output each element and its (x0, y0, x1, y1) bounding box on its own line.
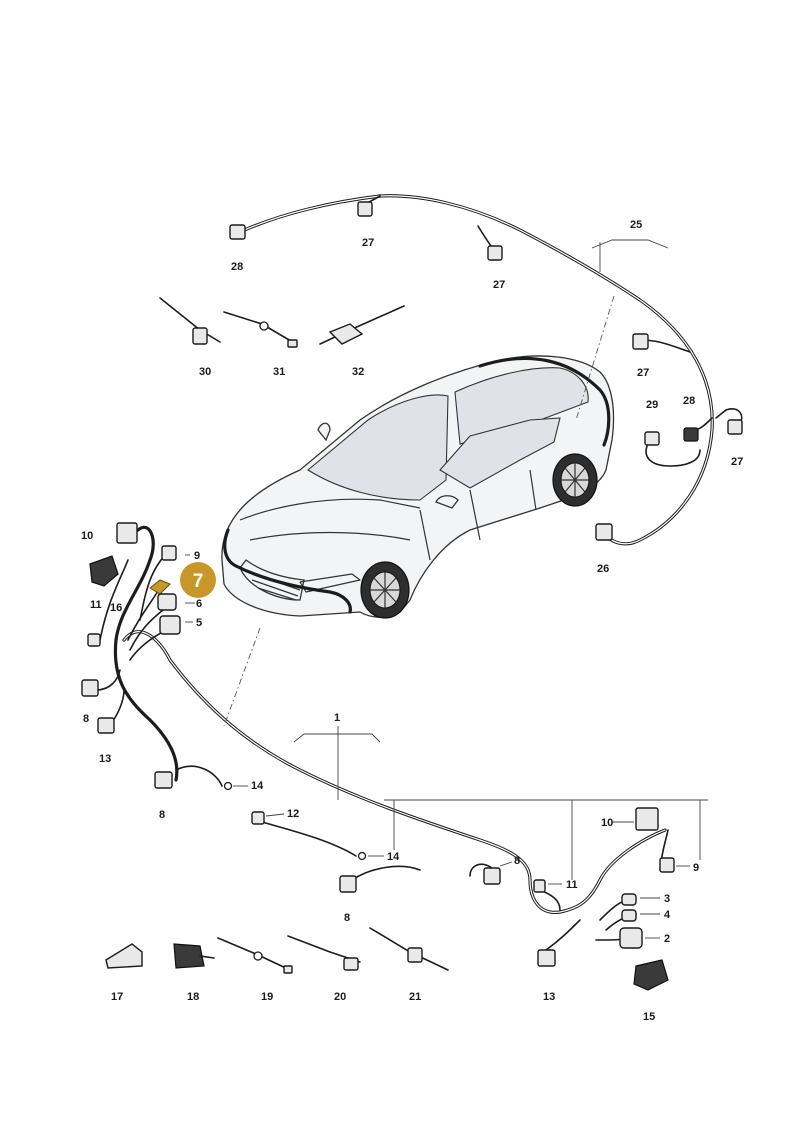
car-illustration (221, 355, 615, 619)
label-9a: 9 (194, 550, 200, 562)
front-harness-1 (81, 522, 708, 991)
connector-26 (595, 523, 613, 541)
label-1: 1 (334, 712, 340, 724)
connector-8-low (154, 771, 173, 789)
label-31: 31 (273, 366, 285, 378)
label-28b: 28 (683, 395, 695, 407)
label-13b: 13 (543, 991, 555, 1003)
connector-4 (621, 909, 637, 922)
label-28a: 28 (231, 261, 243, 273)
label-3: 3 (664, 893, 670, 905)
connector-28-right (683, 427, 699, 442)
connector-9-right (659, 857, 675, 873)
label-30: 30 (199, 366, 211, 378)
label-32: 32 (352, 366, 364, 378)
label-10b: 10 (601, 817, 613, 829)
leader-lines (185, 554, 690, 939)
connector-28-top (229, 224, 246, 240)
label-16: 16 (110, 602, 122, 614)
label-29: 29 (646, 399, 658, 411)
highlight-badge[interactable]: 7 (180, 562, 216, 598)
connector-5 (159, 615, 181, 635)
label-14a: 14 (251, 780, 264, 792)
label-25: 25 (630, 219, 642, 231)
label-18: 18 (187, 991, 199, 1003)
label-9b: 9 (693, 862, 699, 874)
connector-13-right (537, 949, 556, 967)
connector-11-right (533, 879, 546, 893)
label-6: 6 (196, 598, 202, 610)
rear-wheel (552, 453, 598, 507)
label-20: 20 (334, 991, 346, 1003)
connector-27-right (632, 333, 649, 350)
label-17: 17 (111, 991, 123, 1003)
clips-17-21 (105, 927, 449, 974)
label-8a: 8 (83, 713, 89, 725)
label-11b: 11 (566, 879, 578, 891)
connector-27-far (727, 419, 743, 435)
label-4: 4 (664, 909, 671, 921)
connector-8-mid (339, 875, 357, 893)
connector-15 (633, 959, 669, 991)
label-8b: 8 (159, 809, 165, 821)
badge-circle (180, 562, 216, 598)
label-19: 19 (261, 991, 273, 1003)
connector-12 (251, 811, 265, 825)
connector-27-mid (487, 245, 503, 261)
connector-10-right (635, 807, 659, 831)
connector-13-left (97, 717, 115, 734)
label-8c: 8 (344, 912, 350, 924)
label-5: 5 (196, 617, 202, 629)
label-27c: 27 (637, 367, 649, 379)
label-26: 26 (597, 563, 609, 575)
connector-27-top (357, 201, 373, 217)
label-27d: 27 (731, 456, 743, 468)
label-8d: 8 (514, 855, 520, 867)
label-11a: 11 (90, 599, 102, 611)
label-14b: 14 (387, 851, 400, 863)
label-21: 21 (409, 991, 421, 1003)
part-labels: 25 28 27 27 27 29 28 27 26 30 31 32 10 9… (81, 219, 743, 1023)
badge-label: 7 (193, 571, 204, 592)
label-12: 12 (287, 808, 299, 820)
front-wheel (360, 561, 410, 619)
rear-harness-25 (229, 194, 743, 546)
connector-7-highlight (149, 579, 171, 595)
connector-2 (619, 927, 643, 949)
clips-30-31-32 (159, 297, 405, 348)
label-15: 15 (643, 1011, 655, 1023)
label-2: 2 (664, 933, 670, 945)
connector-29 (644, 431, 660, 446)
connector-10-left (116, 522, 138, 544)
connector-9-left (161, 545, 177, 561)
connector-8-left (81, 679, 99, 697)
connector-3 (621, 893, 637, 906)
label-27b: 27 (493, 279, 505, 291)
connector-11-left (87, 633, 101, 647)
label-27a: 27 (362, 237, 374, 249)
connector-16 (89, 555, 119, 587)
label-13a: 13 (99, 753, 111, 765)
connector-8-right (483, 867, 501, 885)
connector-6 (157, 593, 177, 611)
label-10a: 10 (81, 530, 93, 542)
